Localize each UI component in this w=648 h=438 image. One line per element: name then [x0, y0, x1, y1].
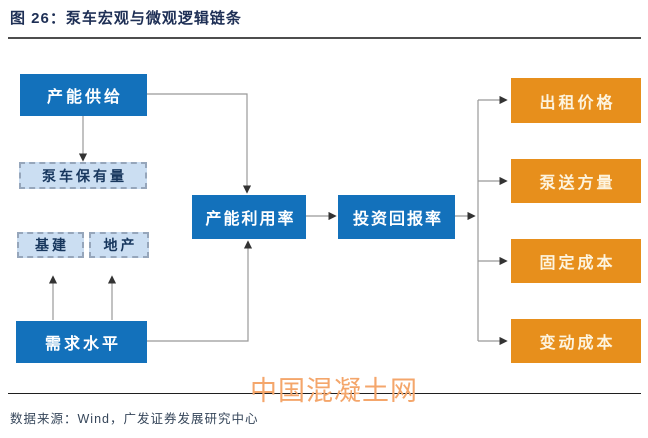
figure-title: 图 26：泵车宏观与微观逻辑链条 [10, 10, 242, 27]
node-return-on-investment: 投资回报率 [338, 195, 455, 239]
node-variable-cost: 变动成本 [511, 319, 641, 363]
node-capacity-supply: 产能供给 [20, 74, 147, 116]
node-rental-price: 出租价格 [511, 78, 641, 123]
connector-supply-to-utilization [147, 93, 252, 194]
title-separator-line [8, 37, 641, 39]
node-infrastructure: 基建 [17, 232, 84, 258]
node-real-estate: 地产 [89, 232, 149, 258]
node-demand-level: 需求水平 [16, 321, 147, 363]
node-pumping-volume: 泵送方量 [511, 159, 641, 203]
data-source-note: 数据来源：Wind，广发证券发展研究中心 [10, 412, 259, 426]
node-pump-truck-stock: 泵车保有量 [19, 162, 147, 189]
node-fixed-cost: 固定成本 [511, 239, 641, 283]
connector-demand-to-utilization [147, 240, 253, 342]
node-capacity-utilization: 产能利用率 [192, 195, 306, 239]
watermark-strikethrough-line [8, 393, 641, 394]
watermark-text: 中国混凝土网 [250, 376, 418, 406]
